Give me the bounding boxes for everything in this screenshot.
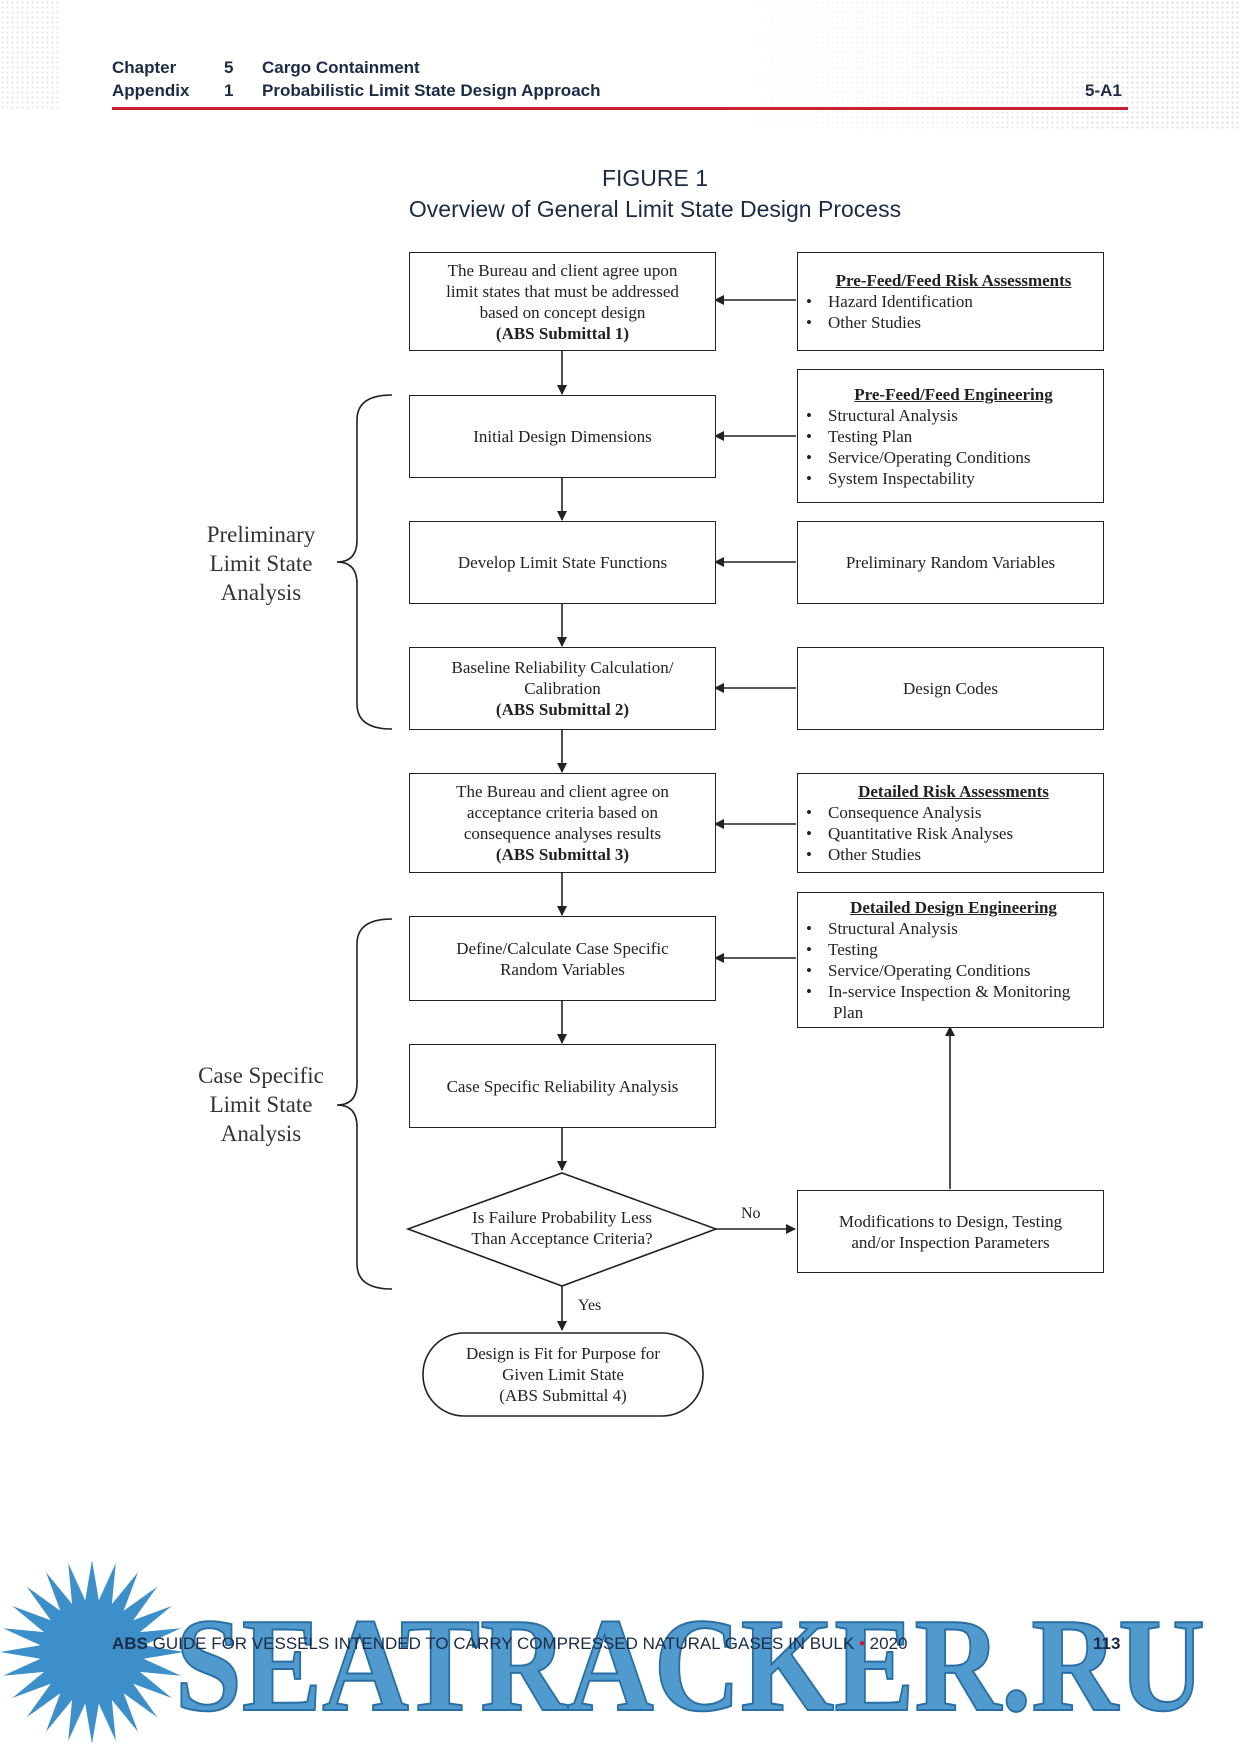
box1-line-2: limit states that must be addressed [446,281,679,301]
detailed-eng-item: Structural Analysis [804,918,958,939]
box-initial-design-dimensions: Initial Design Dimensions [409,395,716,478]
box-prefeed-engineering: Pre-Feed/Feed Engineering Structural Ana… [797,369,1104,503]
box-detailed-design-engineering: Detailed Design Engineering Structural A… [797,892,1104,1028]
design-codes-text: Design Codes [903,679,998,698]
terminal-submittal: (ABS Submittal 4) [499,1386,627,1405]
header-rule [112,107,1128,110]
footer-year: 2020 [869,1634,908,1653]
appendix-label: Appendix [112,81,190,100]
detailed-risk-title: Detailed Risk Assessments [858,782,1049,801]
detailed-risk-item: Consequence Analysis [804,802,981,823]
engineering-item: Testing Plan [804,426,912,447]
detailed-eng-item: Service/Operating Conditions [804,960,1031,981]
box4-submittal: (ABS Submittal 2) [495,700,630,719]
box-prefeed-risk-assessments: Pre-Feed/Feed Risk Assessments Hazard Id… [797,252,1104,351]
box-modifications: Modifications to Design, Testing and/or … [797,1190,1104,1273]
phase-preliminary-line: Preliminary [206,522,316,547]
box5-line-2: acceptance criteria based on [466,803,659,822]
decision-question: Is Failure Probability Less Than Accepta… [412,1207,712,1249]
phase-case-specific-label: Case Specific Limit State Analysis [151,1061,371,1148]
box2-text: Initial Design Dimensions [473,427,652,446]
box1-line-1: The Bureau and client agree upon [447,260,678,280]
box6-line-1: Define/Calculate Case Specific [456,938,669,958]
engineering-item: Service/Operating Conditions [804,447,1031,468]
no-label: No [741,1205,761,1222]
detailed-eng-item: Testing [804,939,878,960]
box5-submittal: (ABS Submittal 3) [495,845,630,864]
box-develop-limit-state-functions: Develop Limit State Functions [409,521,716,604]
chapter-label: Chapter [112,58,177,77]
yes-label: Yes [578,1297,602,1314]
box3-text: Develop Limit State Functions [457,553,668,572]
header-texture-left [0,0,60,110]
box-agree-limit-states: The Bureau and client agree upon limit s… [409,252,716,351]
box4-line-1: Baseline Reliability Calculation/ [451,658,674,677]
seatracker-watermark: SEATRACKER.RU [0,1560,1206,1744]
box7-text: Case Specific Reliability Analysis [446,1076,679,1096]
box1-line-3: based on concept design [479,302,646,322]
decision-line-1: Is Failure Probability Less [472,1208,652,1227]
detailed-eng-item: In-service Inspection & Monitoring [804,981,1070,1002]
footer-text: GUIDE FOR VESSELS INTENDED TO CARRY COMP… [152,1634,855,1653]
risk-item: Hazard Identification [804,291,973,312]
box5-line-3: consequence analyses results [463,824,662,843]
phase-case-line: Case Specific [198,1063,324,1088]
detailed-risk-item: Other Studies [804,844,921,865]
terminal-line-1: Design is Fit for Purpose for [465,1344,661,1363]
chapter-title: Cargo Containment [262,58,420,77]
terminal-line-2: Given Limit State [502,1365,624,1384]
detailed-eng-continuation: Plan [833,1003,864,1022]
sun-logo-icon [0,1560,184,1744]
phase-preliminary-line: Analysis [220,580,302,605]
section-ref: 5-A1 [1085,81,1122,100]
figure-number: FIGURE 1 [601,165,709,191]
figure-title: Overview of General Limit State Design P… [408,196,902,222]
watermark-text: SEATRACKER.RU [175,1591,1205,1739]
phase-preliminary-line: Limit State [209,551,313,576]
box6-line-2: Random Variables [500,959,625,979]
engineering-item: System Inspectability [804,468,975,489]
box-detailed-risk-assessments: Detailed Risk Assessments Consequence An… [797,773,1104,873]
box-design-codes: Design Codes [797,647,1104,730]
appendix-number: 1 [224,81,234,100]
phase-case-line: Analysis [220,1121,302,1146]
chapter-number: 5 [224,58,234,77]
engineering-item: Structural Analysis [804,405,958,426]
modifications-line-2: and/or Inspection Parameters [851,1232,1050,1252]
appendix-title: Probabilistic Limit State Design Approac… [262,81,601,100]
risk-title: Pre-Feed/Feed Risk Assessments [835,271,1072,290]
engineering-title: Pre-Feed/Feed Engineering [854,384,1053,404]
box5-line-1: The Bureau and client agree on [456,782,669,801]
footer-separator: • [858,1634,865,1653]
terminal-design-fit: Design is Fit for Purpose for Given Limi… [423,1343,703,1406]
box-preliminary-random-variables: Preliminary Random Variables [797,521,1104,604]
footer-brand: ABS [112,1634,148,1653]
random-vars-text: Preliminary Random Variables [845,553,1056,572]
phase-preliminary-label: Preliminary Limit State Analysis [151,520,371,607]
decision-line-2: Than Acceptance Criteria? [471,1229,653,1248]
box-acceptance-criteria: The Bureau and client agree on acceptanc… [409,773,716,873]
box-case-specific-reliability: Case Specific Reliability Analysis [409,1044,716,1128]
box1-submittal: (ABS Submittal 1) [495,323,630,343]
risk-item: Other Studies [804,312,921,333]
detailed-risk-item: Quantitative Risk Analyses [804,823,1013,844]
box4-line-2: Calibration [524,679,601,698]
modifications-line-1: Modifications to Design, Testing [838,1211,1063,1231]
footer-line: ABS GUIDE FOR VESSELS INTENDED TO CARRY … [112,1634,907,1654]
phase-case-line: Limit State [209,1092,313,1117]
detailed-eng-title: Detailed Design Engineering [850,898,1057,917]
page-number: 113 [1093,1634,1121,1653]
box-baseline-reliability: Baseline Reliability Calculation/ Calibr… [409,647,716,730]
box-define-random-variables: Define/Calculate Case Specific Random Va… [409,916,716,1001]
